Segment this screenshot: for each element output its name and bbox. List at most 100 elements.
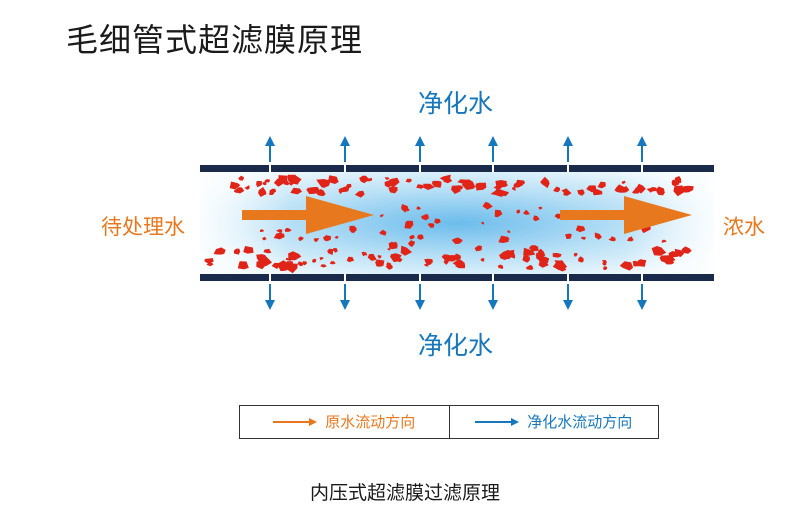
particle — [290, 187, 302, 195]
particle — [511, 187, 516, 191]
particle — [256, 260, 266, 270]
legend-purified-flow-label: 净化水流动方向 — [527, 413, 633, 431]
particle — [288, 251, 302, 261]
concentrate-label: 浓水 — [723, 215, 765, 239]
particle — [264, 179, 270, 183]
outflow-arrow-down-icon — [488, 284, 498, 310]
particle — [377, 254, 382, 259]
particle — [480, 257, 485, 262]
outflow-arrows-top — [265, 136, 647, 162]
particle — [461, 179, 476, 190]
particle — [276, 229, 283, 234]
particle — [284, 180, 289, 185]
particle — [452, 259, 463, 267]
particle — [453, 237, 463, 245]
outflow-arrow-up-icon — [340, 136, 350, 162]
particle — [681, 246, 692, 254]
particle — [284, 227, 292, 232]
particle — [538, 206, 543, 210]
particle — [340, 185, 350, 193]
particle — [298, 236, 304, 242]
particle — [659, 255, 669, 263]
particle — [409, 234, 415, 240]
particle — [271, 262, 281, 269]
particle — [359, 175, 370, 184]
wall-divider — [641, 274, 643, 281]
particle — [416, 206, 421, 210]
particle — [327, 248, 335, 255]
particle — [554, 213, 562, 220]
particle — [516, 209, 521, 214]
wall-dividers — [269, 165, 643, 281]
particle — [626, 236, 634, 242]
particle — [361, 251, 368, 257]
particle — [312, 258, 317, 263]
particle — [400, 245, 412, 256]
particle — [655, 186, 665, 196]
particle — [320, 264, 327, 268]
particle — [204, 258, 214, 264]
particle — [614, 184, 626, 193]
particle — [233, 248, 241, 255]
particle — [424, 258, 433, 266]
particle — [404, 220, 414, 229]
particle — [385, 264, 393, 270]
particle — [674, 248, 684, 257]
particle — [632, 187, 641, 194]
particle — [244, 185, 250, 190]
particle — [256, 180, 263, 188]
outflow-arrow-down-icon — [265, 284, 275, 310]
particle — [334, 235, 339, 239]
particle — [632, 260, 639, 267]
wall-divider — [269, 274, 271, 281]
legend-raw-flow: 原水流动方向 — [240, 406, 449, 438]
blue-arrow-icon — [475, 418, 520, 426]
particle — [533, 215, 540, 222]
particle — [427, 223, 435, 228]
outflow-arrow-up-icon — [563, 136, 573, 162]
particle — [637, 259, 647, 267]
outflow-arrow-down-icon — [637, 284, 647, 310]
particle — [302, 261, 308, 266]
wall-divider — [419, 274, 421, 281]
wall-divider — [492, 274, 494, 281]
particle — [597, 181, 606, 189]
particle — [405, 208, 410, 212]
particle — [528, 245, 539, 252]
particle — [233, 189, 238, 194]
particle — [540, 176, 550, 189]
particle — [354, 190, 365, 198]
particle — [243, 246, 254, 254]
particle — [553, 186, 560, 193]
particle — [367, 253, 377, 261]
particle — [552, 253, 562, 258]
particle — [451, 185, 461, 194]
wall-divider — [492, 165, 494, 172]
particle — [375, 259, 385, 267]
particle — [474, 245, 482, 252]
particle — [388, 241, 397, 250]
particle — [297, 261, 304, 267]
particle — [495, 180, 507, 187]
particle — [594, 232, 602, 240]
particle — [258, 187, 267, 197]
purified-water-label-bottom: 净化水 — [418, 331, 494, 360]
purified-water-label-top: 净化水 — [418, 89, 494, 118]
particle — [408, 240, 415, 247]
particle — [388, 186, 398, 194]
particle — [522, 254, 530, 263]
particle — [432, 180, 442, 188]
particle — [646, 187, 657, 193]
particle — [499, 251, 509, 260]
particle — [602, 260, 607, 264]
particle — [565, 233, 572, 239]
outflow-arrows-bottom — [265, 284, 647, 310]
particle — [619, 261, 634, 271]
outflow-arrow-down-icon — [415, 284, 425, 310]
particle — [329, 261, 336, 265]
particle — [447, 255, 457, 262]
particle — [577, 189, 585, 196]
particle — [319, 257, 324, 261]
particle — [278, 263, 287, 270]
particle — [439, 174, 451, 183]
